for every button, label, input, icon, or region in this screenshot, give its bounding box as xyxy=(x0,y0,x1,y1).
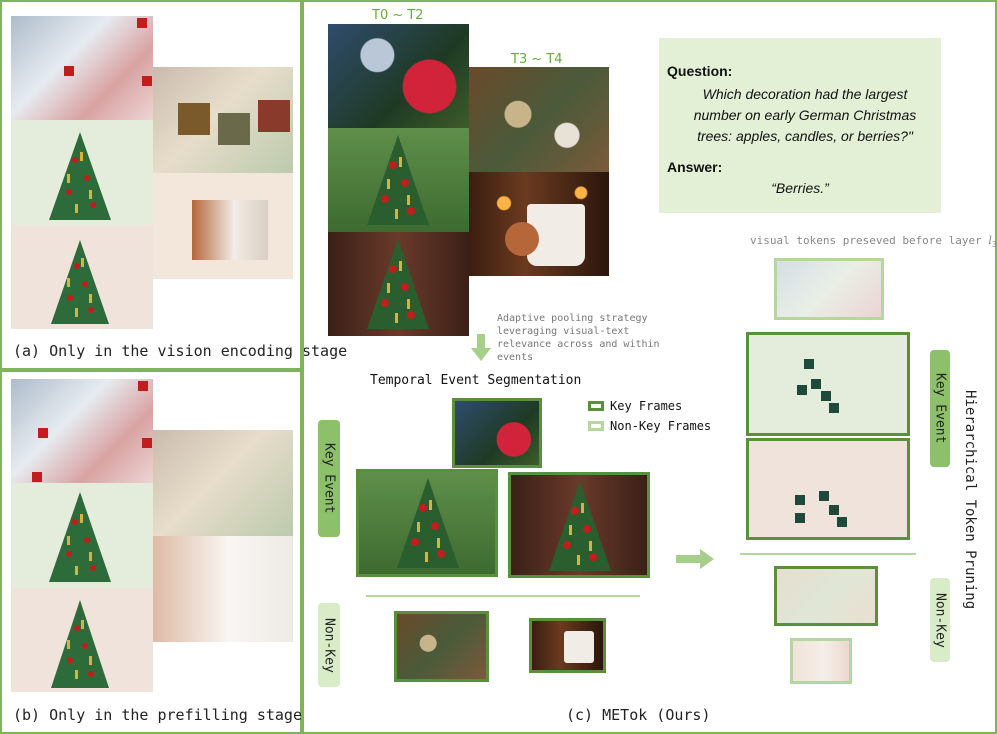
preserved-layer-sub: 3 xyxy=(991,240,997,250)
right-arrow-icon xyxy=(676,549,714,569)
tree-patches-icon xyxy=(51,240,109,324)
panel-b-frame-table xyxy=(153,430,293,536)
preserved-layer: l xyxy=(988,234,992,247)
christmas-tree-icon xyxy=(367,239,429,329)
token-patch xyxy=(795,495,805,505)
legend-nonkey-swatch xyxy=(588,421,604,431)
legend-nonkey-label: Non-Key Frames xyxy=(610,419,712,433)
frame-mug xyxy=(469,172,609,276)
panel-a-frame-ornament xyxy=(11,16,153,120)
segmentation-title: Temporal Event Segmentation xyxy=(370,373,582,388)
token-patch xyxy=(811,379,821,389)
tag-key-event-left-label: Key Event xyxy=(321,443,337,514)
panel-b xyxy=(0,370,302,734)
panel-a-tree-patches-2 xyxy=(45,238,115,326)
qa-box: Question: Which decoration had the large… xyxy=(659,38,941,213)
nonkey-frame-table xyxy=(394,611,489,682)
tag-non-key-right-label: Non-Key xyxy=(932,592,948,648)
legend-key-swatch xyxy=(588,401,604,411)
preserved-note-text: visual tokens preseved before layer xyxy=(750,234,982,247)
caption-a: (a) Only in the vision encoding stage xyxy=(13,342,348,360)
panel-b-tree-patches-2 xyxy=(45,598,115,690)
panel-a-red-patch xyxy=(64,66,74,76)
pruned-frame-ornament xyxy=(774,258,884,320)
right-divider xyxy=(740,553,916,555)
panel-c xyxy=(302,0,997,734)
caption-b: (b) Only in the prefilling stage xyxy=(13,706,302,724)
hierarchical-label: Hierarchical Token Pruning xyxy=(958,390,982,610)
question-text: Which decoration had the largest number … xyxy=(693,86,917,144)
pruned-frame-mug xyxy=(790,638,852,684)
christmas-tree-icon xyxy=(367,135,429,225)
christmas-tree-icon xyxy=(549,481,611,571)
key-frame-tree-window xyxy=(508,472,650,578)
pooling-note: Adaptive pooling strategy leveraging vis… xyxy=(497,313,660,363)
event-divider xyxy=(366,595,640,597)
token-patch xyxy=(819,491,829,501)
question-label: Question: xyxy=(667,63,733,79)
panel-a-table-patch xyxy=(218,113,250,145)
token-patch xyxy=(829,505,839,515)
mug-shape xyxy=(564,631,594,663)
panel-a-table-patch xyxy=(258,100,290,132)
hierarchical-label-text: Hierarchical Token Pruning xyxy=(962,390,978,610)
tree-patches-icon xyxy=(49,492,111,582)
token-patch xyxy=(837,517,847,527)
tag-non-key-right: Non-Key xyxy=(930,578,950,662)
frame-tree-window xyxy=(328,232,469,336)
panel-b-frame-mug xyxy=(153,536,293,642)
tag-non-key-left: Non-Key xyxy=(318,603,340,687)
panel-a-table-patch xyxy=(178,103,210,135)
frame-tree xyxy=(328,128,469,232)
tag-non-key-left-label: Non-Key xyxy=(321,617,337,673)
panel-a-mug-patch xyxy=(192,200,268,260)
preserved-note: visual tokens preseved before layer l3 xyxy=(750,234,997,249)
panel-b-red-patch xyxy=(38,428,48,438)
tag-key-event-right-label: Key Event xyxy=(932,373,948,444)
token-patch xyxy=(829,403,839,413)
answer-label: Answer: xyxy=(667,159,723,175)
tree-patches-icon xyxy=(51,600,109,688)
panel-b-tree-patches-1 xyxy=(45,490,115,584)
tag-key-event-left: Key Event xyxy=(318,420,340,537)
key-frame-ornament xyxy=(452,398,542,468)
pruned-frame-tree-window xyxy=(746,438,910,540)
token-patch xyxy=(804,359,814,369)
label-t0-t2: T0 ~ T2 xyxy=(372,8,424,23)
panel-b-red-patch xyxy=(142,438,152,448)
christmas-tree-icon xyxy=(397,478,459,568)
caption-c: (c) METok (Ours) xyxy=(566,706,711,724)
legend-key-label: Key Frames xyxy=(610,399,683,413)
pruned-frame-tree xyxy=(746,332,910,436)
tag-key-event-right: Key Event xyxy=(930,350,950,467)
answer-text: “Berries.” xyxy=(771,180,829,196)
token-patch xyxy=(795,513,805,523)
panel-a-red-patch xyxy=(142,76,152,86)
nonkey-frame-mug xyxy=(529,618,606,673)
frame-table xyxy=(469,67,609,172)
tree-patches-icon xyxy=(49,132,111,220)
token-patch xyxy=(821,391,831,401)
pruned-frame-table xyxy=(774,566,878,626)
frame-ornament xyxy=(328,24,469,128)
panel-a xyxy=(0,0,302,370)
panel-b-frame-ornament xyxy=(11,379,153,483)
label-t3-t4: T3 ~ T4 xyxy=(511,52,563,67)
panel-b-red-patch xyxy=(32,472,42,482)
down-arrow-icon xyxy=(471,334,491,361)
cookie-shape xyxy=(505,222,539,256)
token-patch xyxy=(797,385,807,395)
panel-b-red-patch xyxy=(138,381,148,391)
key-frame-tree xyxy=(356,469,498,577)
panel-a-red-patch xyxy=(137,18,147,28)
panel-a-tree-patches-1 xyxy=(45,130,115,222)
